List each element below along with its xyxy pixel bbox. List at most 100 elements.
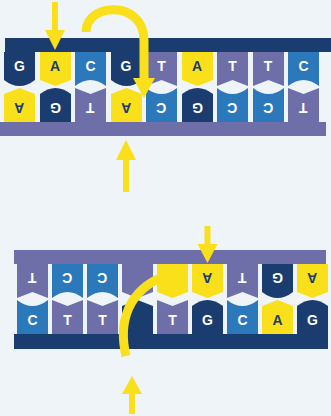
base-fill [182,52,213,86]
base-block: A [182,52,213,86]
letter-box: T [157,306,188,334]
base-letter: T [63,312,72,328]
base-fill [40,88,71,122]
base-fill [111,88,142,122]
base-block: T [227,264,258,298]
base-letter: C [62,270,72,286]
backbone-bar [0,122,326,136]
base-fill [288,88,319,122]
base-block: C [146,88,177,122]
base-fill [227,300,258,334]
base-block: C [217,88,248,122]
base-block: A [111,88,142,122]
base-letter: A [50,58,60,74]
letter-box: G [4,52,35,80]
letter-box: T [217,52,248,80]
letter-box: T [52,306,83,334]
arrow-head [162,267,180,286]
yellow-arrows [45,2,218,414]
letter-box: C [75,52,106,80]
letter-box: C [217,94,248,122]
base-fill [40,52,71,86]
base-fill [297,300,328,334]
arrow-head [198,244,218,263]
arrow-shaft [52,2,58,32]
letter-box: C [227,306,258,334]
letter-box: G [111,52,142,80]
base-block: T [75,88,106,122]
base-letter: G [50,100,61,116]
base-letter: G [14,58,25,74]
base-fill [297,264,328,298]
letter-box: A [297,264,328,292]
base-letter: A [121,100,131,116]
backbone-bar [5,38,331,52]
base-block: C [87,264,118,298]
base-fill [75,52,106,86]
letter-box: A [4,94,35,122]
base-letter: C [97,270,107,286]
base-block: G [192,300,223,334]
base-letter: A [272,312,282,328]
base-letter: T [264,58,273,74]
base-fill [217,52,248,86]
base-letter: T [28,270,37,286]
base-letter: T [86,100,95,116]
base-letter: G [272,270,283,286]
base-fill [217,88,248,122]
letter-box: G [262,264,293,292]
letter-box: A [40,52,71,80]
base-fill [4,88,35,122]
base-fill [146,88,177,122]
letter-box: A [192,264,223,292]
base-letter: A [202,270,212,286]
base-letter: A [307,270,317,286]
base-fill [52,300,83,334]
base-block: A [297,264,328,298]
base-letter: T [228,58,237,74]
base-block: T [157,300,188,334]
base-fill [288,52,319,86]
base-block: G [262,264,293,298]
arrow-shaft [123,158,129,192]
base-fill [87,264,118,298]
base-block: C [288,52,319,86]
base-letter: T [157,58,166,74]
base-fill [52,264,83,298]
base-letter: C [237,312,247,328]
base-block: G [40,88,71,122]
base-fill [253,52,284,86]
base-fill [75,88,106,122]
base-letter: G [192,100,203,116]
base-block: T [17,264,48,298]
arrow-shaft [205,226,211,246]
base-fill [262,300,293,334]
base-block: G [111,52,142,86]
letter-box: T [87,306,118,334]
base-fill [157,300,188,334]
base-block: G [182,88,213,122]
letter-box: T [17,264,48,292]
letter-box: T [253,52,284,80]
backbone-bar [14,250,326,264]
base-block [122,300,153,334]
base-letter: C [263,100,273,116]
arrow-shaft [129,392,135,414]
base-block: C [75,52,106,86]
base-block: A [4,88,35,122]
letter-box: T [227,264,258,292]
base-fill [227,264,258,298]
arrow-head [122,376,142,394]
base-fill [192,264,223,298]
letter-box: T [75,94,106,122]
base-block: G [297,300,328,334]
letter-box: C [146,94,177,122]
arrow-head [116,140,136,160]
base-block: T [87,300,118,334]
base-block: C [17,300,48,334]
base-fill [17,264,48,298]
letter-box: C [288,52,319,80]
base-letter: G [121,58,132,74]
base-fill [262,264,293,298]
